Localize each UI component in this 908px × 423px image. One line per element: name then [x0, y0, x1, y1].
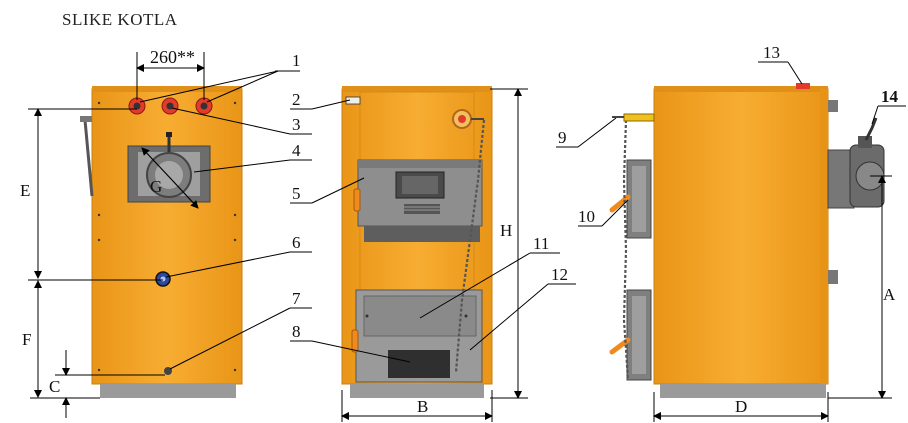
callout-4: 4 [292, 141, 301, 160]
callout-12: 12 [551, 265, 568, 284]
leader-lines [139, 61, 906, 370]
callout-2: 2 [292, 90, 301, 109]
labels: 260** 1 2 3 4 5 6 7 8 9 10 11 12 13 14 E… [20, 43, 899, 416]
callout-1: 1 [292, 51, 301, 70]
dim-label-e: E [20, 181, 30, 200]
dim-label-a: A [883, 285, 896, 304]
callout-7: 7 [292, 289, 301, 308]
callout-11: 11 [533, 234, 549, 253]
connector-13 [796, 83, 810, 89]
callout-9: 9 [558, 128, 567, 147]
burner-handle [864, 117, 878, 141]
front-base [350, 384, 484, 398]
dim-label-b: B [417, 397, 428, 416]
dimension-260: 260** [150, 47, 195, 67]
callout-3: 3 [292, 115, 301, 134]
chain [454, 119, 486, 373]
dim-label-d: D [735, 397, 747, 416]
callout-14: 14 [881, 87, 899, 106]
front-mid-strip [364, 226, 480, 242]
callout-10: 10 [578, 207, 595, 226]
dim-label-h: H [500, 221, 512, 240]
callout-5: 5 [292, 184, 301, 203]
back-top-edge [92, 86, 242, 92]
dimension-lines [28, 52, 892, 422]
side-base [660, 384, 826, 398]
dim-label-c: C [49, 377, 60, 396]
front-view [341, 86, 493, 398]
back-body [91, 88, 243, 385]
side-body [653, 88, 829, 385]
side-view [609, 83, 885, 398]
back-base [100, 384, 236, 398]
ash-drawer [388, 350, 450, 378]
callout-8: 8 [292, 322, 301, 341]
dim-label-f: F [22, 330, 31, 349]
lever-9 [623, 113, 655, 122]
dim-label-g: G [150, 177, 162, 196]
callout-13: 13 [763, 43, 780, 62]
page-title: SLIKE KOTLA [62, 10, 178, 29]
callout-6: 6 [292, 233, 301, 252]
back-view [80, 86, 243, 398]
